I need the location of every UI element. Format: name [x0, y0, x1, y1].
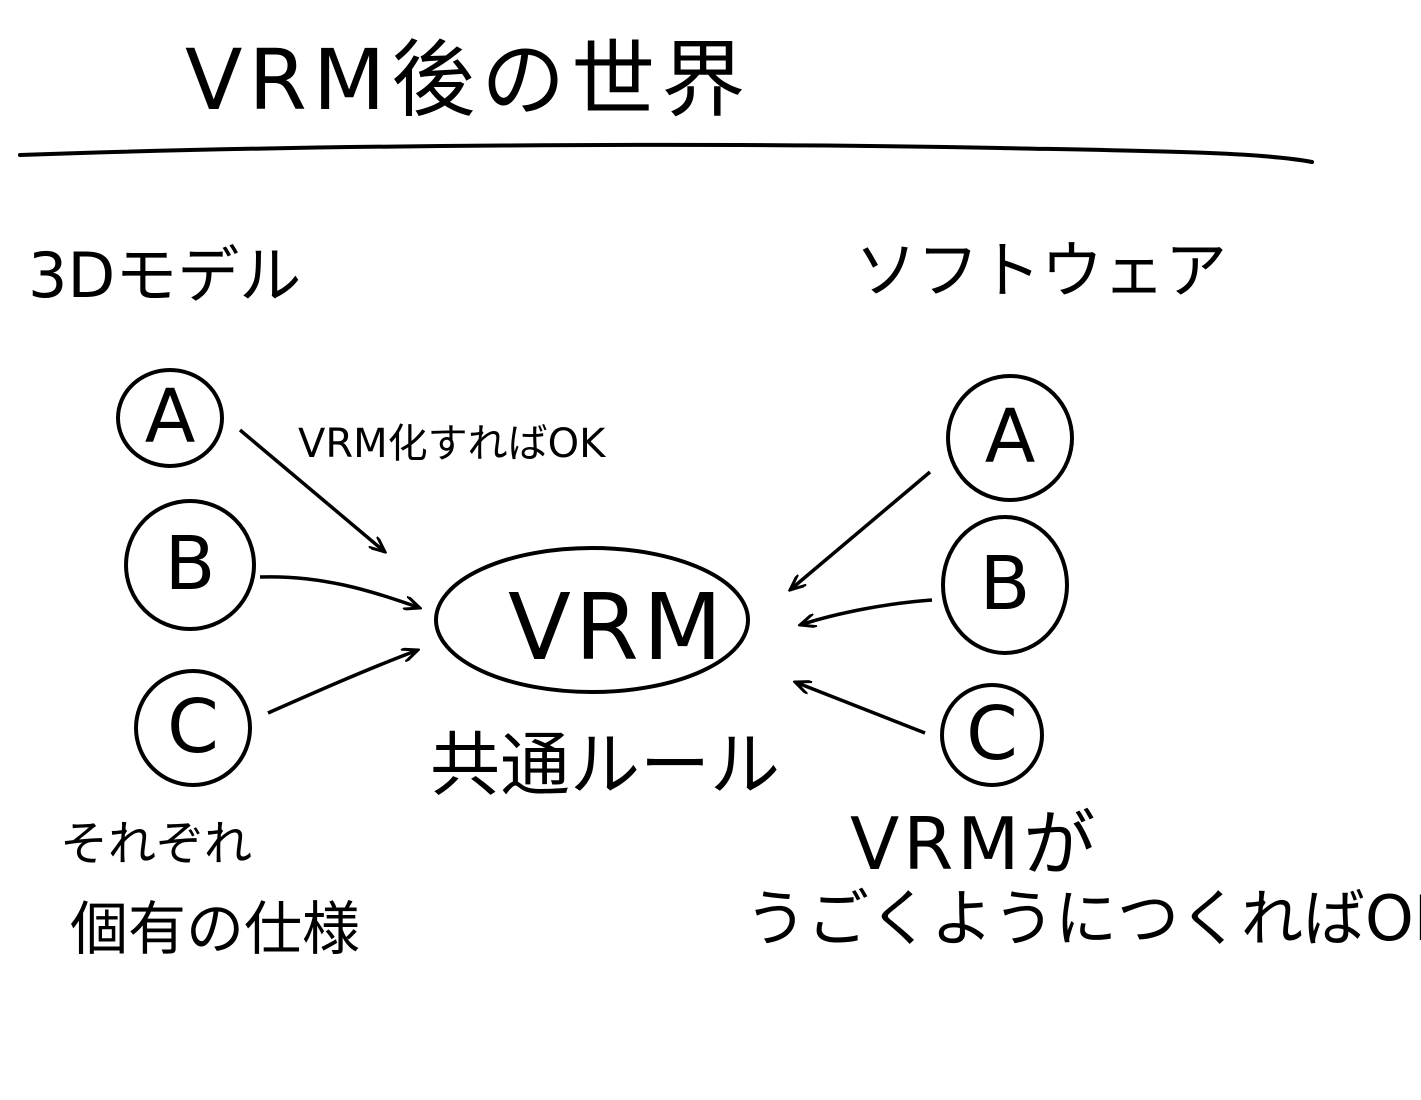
- left-node-a-circle: [116, 368, 224, 468]
- arrow-left-c-to-vrm: [267, 650, 418, 715]
- arrow-left-a-to-vrm: [238, 428, 385, 552]
- title-underline: [18, 142, 1314, 164]
- right-note-line2: うごくようにつくればOK: [745, 882, 1421, 955]
- left-node-a-label: A: [144, 374, 196, 460]
- arrow-left-b-to-vrm: [259, 575, 420, 608]
- arrow-right-a-to-vrm: [790, 470, 932, 590]
- arrow-right-c-to-vrm: [795, 682, 926, 735]
- left-note-line1: それぞれ: [60, 816, 253, 872]
- left-node-c-label: C: [167, 684, 219, 770]
- page-title: VRM後の世界: [185, 31, 752, 129]
- left-node-b-label: B: [164, 521, 216, 607]
- right-node-c-circle: [940, 683, 1044, 787]
- right-node-c-label: C: [966, 691, 1018, 777]
- center-caption: 共通ルール: [430, 724, 780, 806]
- left-node-b-circle: [124, 499, 256, 631]
- left-arrow-label: VRM化すればOK: [298, 421, 606, 467]
- right-node-a-label: A: [984, 394, 1036, 480]
- arrow-right-b-to-vrm: [800, 598, 933, 625]
- right-note-line1: VRMが: [850, 802, 1100, 886]
- right-node-a-circle: [946, 374, 1074, 502]
- left-group-heading: 3Dモデル: [28, 239, 302, 312]
- left-node-c-circle: [134, 669, 252, 787]
- left-note-line2: 個有の仕様: [70, 895, 361, 963]
- right-node-b-circle: [941, 515, 1069, 655]
- center-vrm-ellipse: [434, 546, 750, 694]
- right-node-b-label: B: [979, 541, 1031, 627]
- center-vrm-label: VRM: [508, 574, 727, 681]
- right-group-heading: ソフトウェア: [855, 234, 1228, 307]
